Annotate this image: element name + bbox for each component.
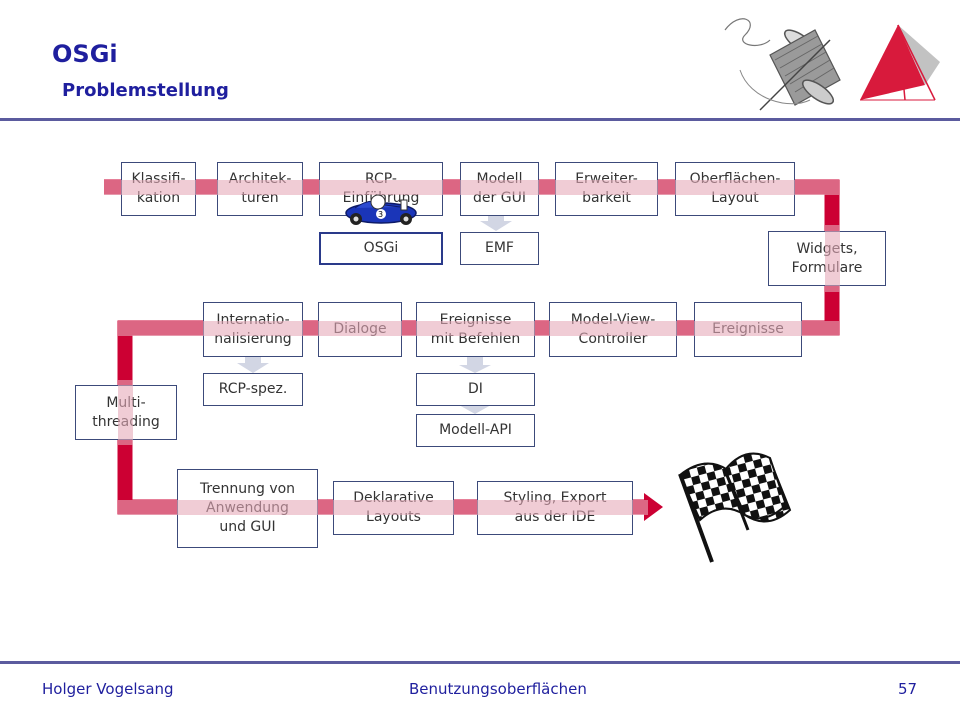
track-band-row3	[118, 500, 648, 515]
footer-page-number: 57	[898, 680, 918, 698]
race-car-icon: 3	[345, 194, 417, 225]
track-band-left	[118, 380, 133, 445]
track-arrowhead	[644, 493, 663, 521]
box-modell-api: Modell-API	[416, 414, 535, 447]
tent-logo-icon	[860, 24, 940, 101]
box-di: DI	[416, 373, 535, 406]
box-osgi: OSGi	[319, 232, 443, 265]
checkered-flag-icon	[678, 452, 792, 563]
box-internationalisierung: Internatio- nalisierung	[203, 302, 303, 357]
track-band-row1	[104, 180, 839, 195]
track-band-right	[825, 225, 840, 292]
header-divider	[0, 118, 960, 121]
track-band-row2	[118, 321, 839, 336]
page-title: OSGi	[52, 40, 118, 68]
footer-divider	[0, 661, 960, 664]
box-emf: EMF	[460, 232, 539, 265]
box-rcp-spez: RCP-spez.	[203, 373, 303, 406]
thread-spool-icon	[724, 18, 841, 111]
footer-author: Holger Vogelsang	[42, 680, 174, 698]
svg-text:3: 3	[378, 210, 383, 219]
page-subtitle: Problemstellung	[62, 80, 229, 101]
footer-course: Benutzungsoberflächen	[409, 680, 587, 698]
